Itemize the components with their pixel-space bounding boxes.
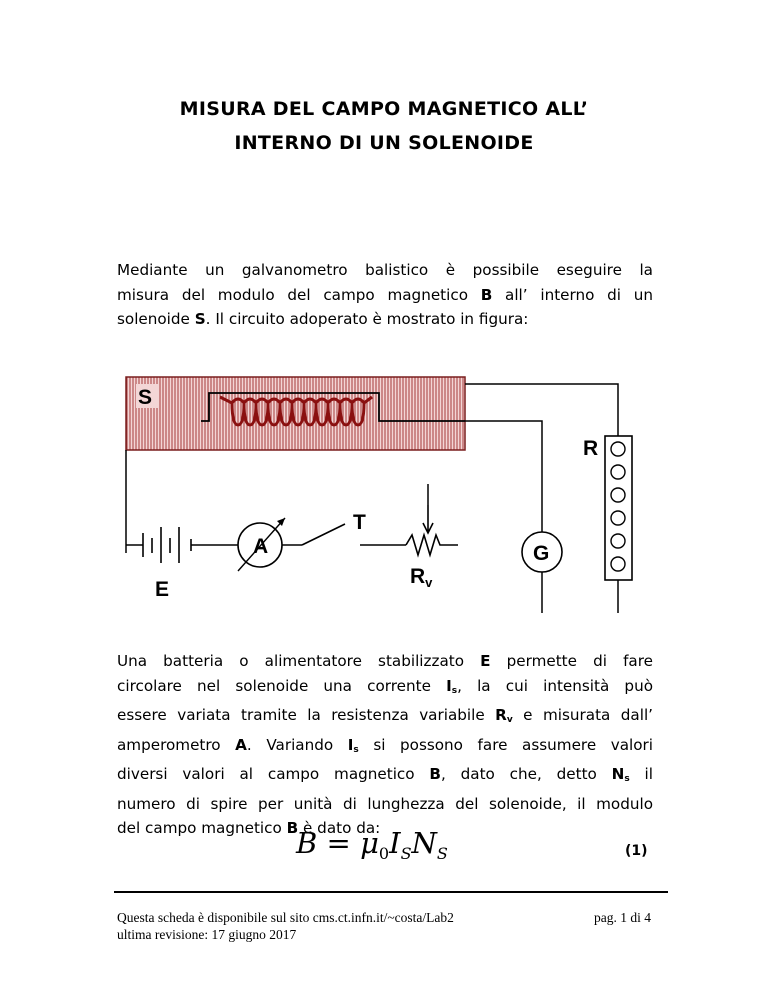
circuit-diagram: S [125, 376, 633, 613]
solenoid-body [125, 376, 466, 451]
battery-label: E [155, 578, 169, 601]
intro-line-1: Mediante un galvanometro balistico è pos… [117, 261, 653, 279]
magnetic-field-formula: B = μ0ISNS [296, 826, 448, 863]
galvanometer-symbol [521, 531, 563, 573]
resistor-bank [604, 435, 633, 581]
battery-symbol [142, 527, 192, 563]
footer-info: Questa scheda è disponibile sul sito cms… [117, 909, 454, 943]
switch-label: T [353, 511, 366, 534]
intro-line-3: solenoide S. Il circuito adoperato è mos… [117, 310, 529, 328]
body-line-4: amperometro A. Variando Is si possono fa… [117, 735, 653, 755]
switch-lever [301, 523, 346, 546]
body-paragraph: Una batteria o alimentatore stabilizzato… [117, 649, 653, 841]
title-line-1: MISURA DEL CAMPO MAGNETICO ALL’ [179, 98, 589, 120]
body-line-5: diversi valori al campo magnetico B, dat… [117, 765, 653, 784]
intro-paragraph: Mediante un galvanometro balistico è pos… [117, 258, 653, 332]
variable-resistor-label: Rv [410, 565, 433, 590]
variable-resistor-symbol [405, 532, 458, 558]
equation-number: (1) [625, 843, 648, 859]
circuit-wires [125, 383, 619, 613]
solenoid-inner-chamber [201, 392, 465, 422]
variable-resistor-wiper [422, 505, 434, 535]
ammeter-symbol [237, 517, 286, 572]
coil-winding [219, 395, 373, 427]
body-line-2: circolare nel solenoide una corrente Is,… [117, 676, 653, 696]
resistor-bank-label: R [583, 437, 598, 460]
document-title: MISURA DEL CAMPO MAGNETICO ALL’ INTERNO … [90, 92, 678, 160]
footer-site-line: Questa scheda è disponibile sul sito cms… [117, 910, 454, 925]
intro-line-2: misura del modulo del campo magnetico B … [117, 285, 653, 304]
body-line-1: Una batteria o alimentatore stabilizzato… [117, 652, 653, 670]
footer-revision-line: ultima revisione: 17 giugno 2017 [117, 927, 297, 942]
title-line-2: INTERNO DI UN SOLENOIDE [234, 132, 534, 154]
solenoid-label: S [138, 386, 152, 409]
resistor-bank-plugs [610, 441, 626, 572]
solenoid-label-bg [136, 384, 158, 408]
ammeter-label: A [253, 535, 268, 558]
footer-divider [114, 891, 668, 893]
galvanometer-label: G [533, 542, 549, 565]
body-line-6: numero di spire per unità di lunghezza d… [117, 794, 653, 813]
body-line-3: essere variata tramite la resistenza var… [117, 706, 653, 725]
body-line-7: del campo magnetico B è dato da: [117, 819, 381, 837]
page-number: pag. 1 di 4 [594, 910, 651, 925]
